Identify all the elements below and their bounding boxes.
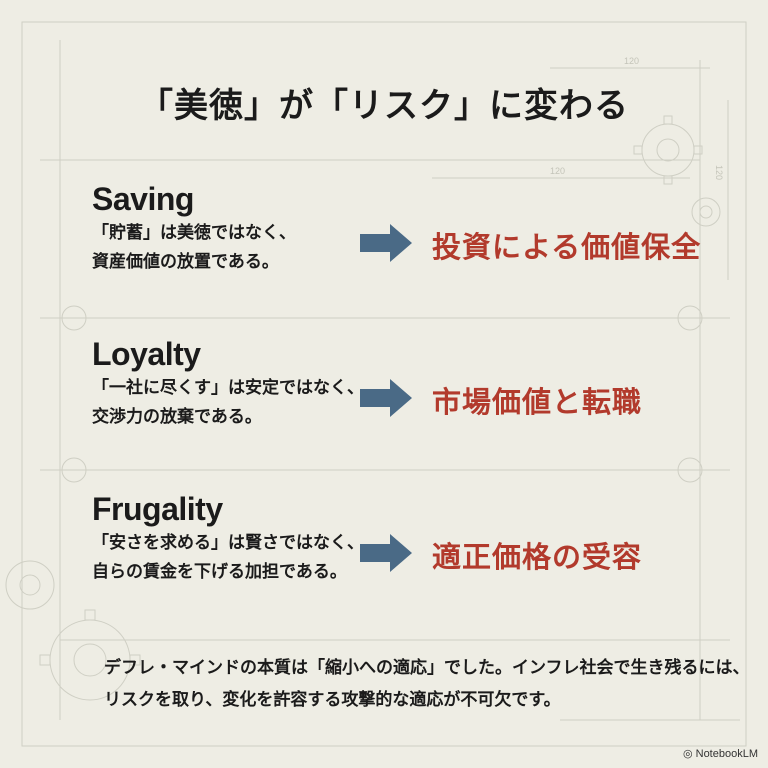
- arrow-right-icon: [360, 534, 412, 572]
- dimension-label: 120: [550, 166, 565, 176]
- row-description-line1: 「一社に尽くす」は安定ではなく、: [92, 378, 364, 398]
- gear-icon: [5, 560, 55, 610]
- outer-frame-line: [21, 21, 747, 747]
- row-description-line2: 自らの賃金を下げる加担である。: [92, 562, 347, 582]
- marker-circle: [61, 457, 87, 483]
- row-heading: Loyalty: [92, 336, 201, 372]
- summary-text: デフレ・マインドの本質は「縮小への適応」でした。インフレ社会で生き残るには、 リ…: [104, 652, 750, 716]
- arrow-right-icon: [360, 379, 412, 417]
- summary-line2: リスクを取り、変化を許容する攻撃的な適応が不可欠です。: [104, 690, 561, 710]
- row-heading: Saving: [92, 181, 194, 217]
- dimension-label: 120: [714, 165, 724, 180]
- dimension-label: 120: [624, 56, 639, 66]
- summary-line1: デフレ・マインドの本質は「縮小への適応」でした。インフレ社会で生き残るには、: [104, 658, 750, 678]
- row-result: 適正価格の受容: [432, 540, 643, 574]
- brand-label: NotebookLM: [695, 748, 758, 760]
- comparison-row-saving: Saving 「貯蓄」は美徳ではなく、 資産価値の放置である。 投資による価値保…: [92, 180, 712, 276]
- gear-icon: [39, 609, 141, 701]
- marker-circle: [61, 305, 87, 331]
- row-result: 市場価値と転職: [432, 385, 643, 419]
- notebook-icon: ◎: [682, 748, 693, 760]
- page-title: 「美徳」が「リスク」に変わる: [139, 86, 629, 126]
- row-result: 投資による価値保全: [432, 230, 702, 264]
- row-description-line2: 交渉力の放棄である。: [92, 407, 262, 427]
- row-heading: Frugality: [92, 491, 223, 527]
- row-description-line1: 「安さを求める」は賢さではなく、: [92, 533, 364, 553]
- comparison-row-loyalty: Loyalty 「一社に尽くす」は安定ではなく、 交渉力の放棄である。 市場価値…: [92, 335, 712, 431]
- gear-icon: [691, 197, 721, 227]
- marker-circle: [677, 305, 703, 331]
- row-description-line2: 資産価値の放置である。: [92, 252, 279, 272]
- brand-watermark: ◎ NotebookLM: [683, 747, 758, 760]
- arrow-right-icon: [360, 224, 412, 262]
- row-description-line1: 「貯蓄」は美徳ではなく、: [92, 223, 296, 243]
- comparison-row-frugality: Frugality 「安さを求める」は賢さではなく、 自らの賃金を下げる加担であ…: [92, 490, 712, 586]
- gear-icon: [633, 115, 703, 185]
- marker-circle: [677, 457, 703, 483]
